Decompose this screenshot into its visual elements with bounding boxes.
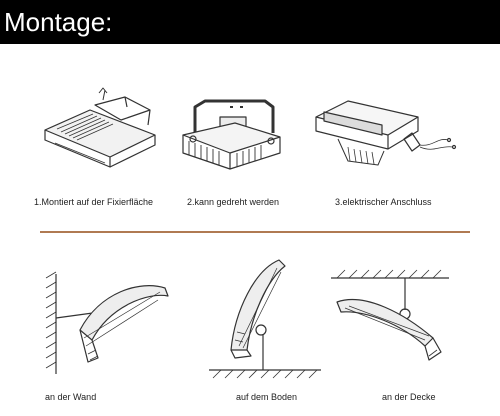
floor-mount-illustration: [209, 259, 321, 379]
header-bar: Montage:: [0, 0, 500, 44]
electrical-connection-illustration: [315, 100, 457, 166]
ceiling-mount-illustration: [331, 269, 449, 361]
page-title: Montage:: [4, 7, 113, 37]
wall-mount-label: an der Wand: [45, 392, 97, 402]
step-label-2: 2.kann gedreht werden: [187, 197, 280, 207]
ceiling-mount-label: an der Decke: [382, 392, 436, 402]
step-label-3: 3.elektrischer Anschluss: [335, 197, 432, 207]
section-divider: [40, 231, 470, 233]
step-label-1: 1.Montiert auf der Fixierfläche: [34, 197, 154, 207]
rotate-bracket-illustration: [182, 99, 281, 170]
mount-on-surface-illustration: [44, 87, 156, 168]
floor-mount-label: auf dem Boden: [236, 392, 298, 402]
wall-mount-illustration: [45, 271, 169, 374]
